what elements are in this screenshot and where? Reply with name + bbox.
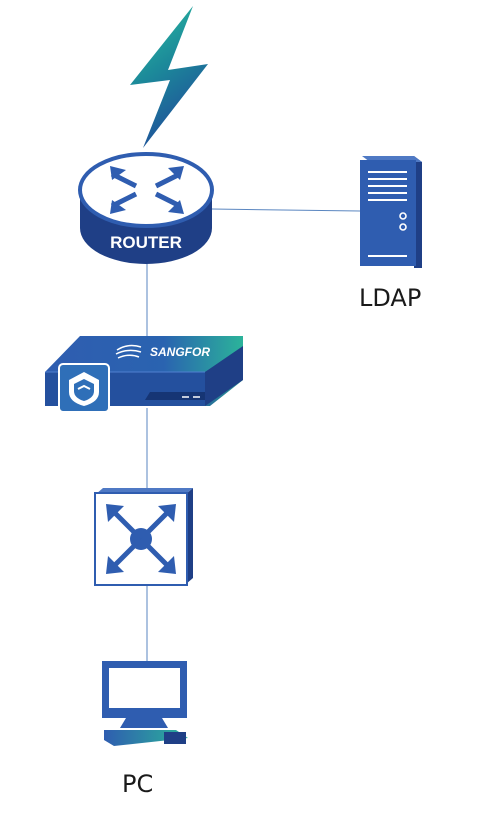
internet-lightning-icon (130, 6, 208, 148)
ldap-label: LDAP (359, 284, 422, 312)
pc-label: PC (122, 770, 154, 798)
firewall-brand-text: SANGFOR (150, 345, 210, 359)
link-router-ldap (211, 208, 361, 212)
pc-icon[interactable] (102, 661, 188, 746)
connection-links (146, 208, 361, 662)
sangfor-logo-icon (115, 344, 142, 359)
router-text: ROUTER (110, 233, 182, 252)
ldap-server-icon[interactable] (360, 156, 422, 268)
shield-badge-icon (58, 363, 110, 413)
sangfor-firewall-icon[interactable]: SANGFOR (45, 336, 243, 413)
switch-icon[interactable] (94, 488, 193, 586)
router-icon[interactable]: ROUTER (78, 152, 214, 264)
